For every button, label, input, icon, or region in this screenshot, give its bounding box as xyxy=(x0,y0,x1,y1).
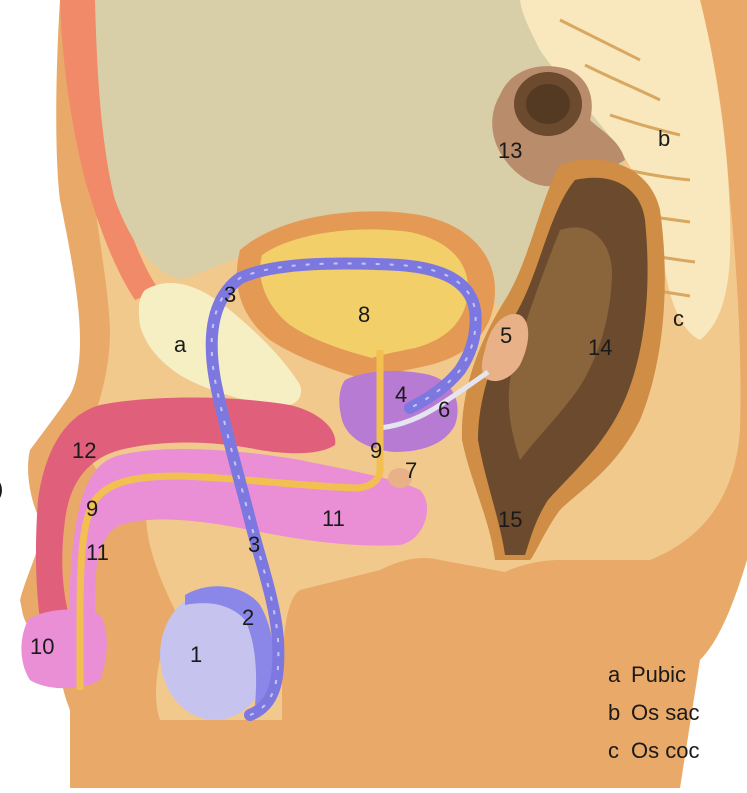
label-11-left: 11 xyxy=(86,540,109,565)
label-7: 7 xyxy=(405,458,417,483)
label-8: 8 xyxy=(358,302,370,327)
label-4: 4 xyxy=(395,382,407,407)
label-15: 15 xyxy=(498,507,522,532)
label-6: 6 xyxy=(438,397,450,422)
label-10: 10 xyxy=(30,634,54,659)
label-a: a xyxy=(174,332,187,357)
label-3-upper: 3 xyxy=(224,282,236,307)
label-3-lower: 3 xyxy=(248,532,260,557)
label-14: 14 xyxy=(588,335,612,360)
legend-text-c: Os coc xyxy=(631,738,699,763)
label-1: 1 xyxy=(190,642,202,667)
label-11-right: 11 xyxy=(322,506,345,531)
label-2: 2 xyxy=(242,605,254,630)
label-9-lower: 9 xyxy=(86,496,98,521)
legend-text-a: Pubic xyxy=(631,662,686,687)
label-12: 12 xyxy=(72,438,96,463)
legend-key-a: a xyxy=(608,662,621,687)
legend-key-b: b xyxy=(608,700,620,725)
label-9-upper: 9 xyxy=(370,438,382,463)
sigmoid-lumen-light xyxy=(526,84,570,124)
partial-parenthesis: ) xyxy=(0,476,3,501)
legend-key-c: c xyxy=(608,738,619,763)
label-13: 13 xyxy=(498,138,522,163)
label-c: c xyxy=(673,306,684,331)
label-b: b xyxy=(658,126,670,151)
label-5: 5 xyxy=(500,323,512,348)
legend-text-b: Os sac xyxy=(631,700,699,725)
